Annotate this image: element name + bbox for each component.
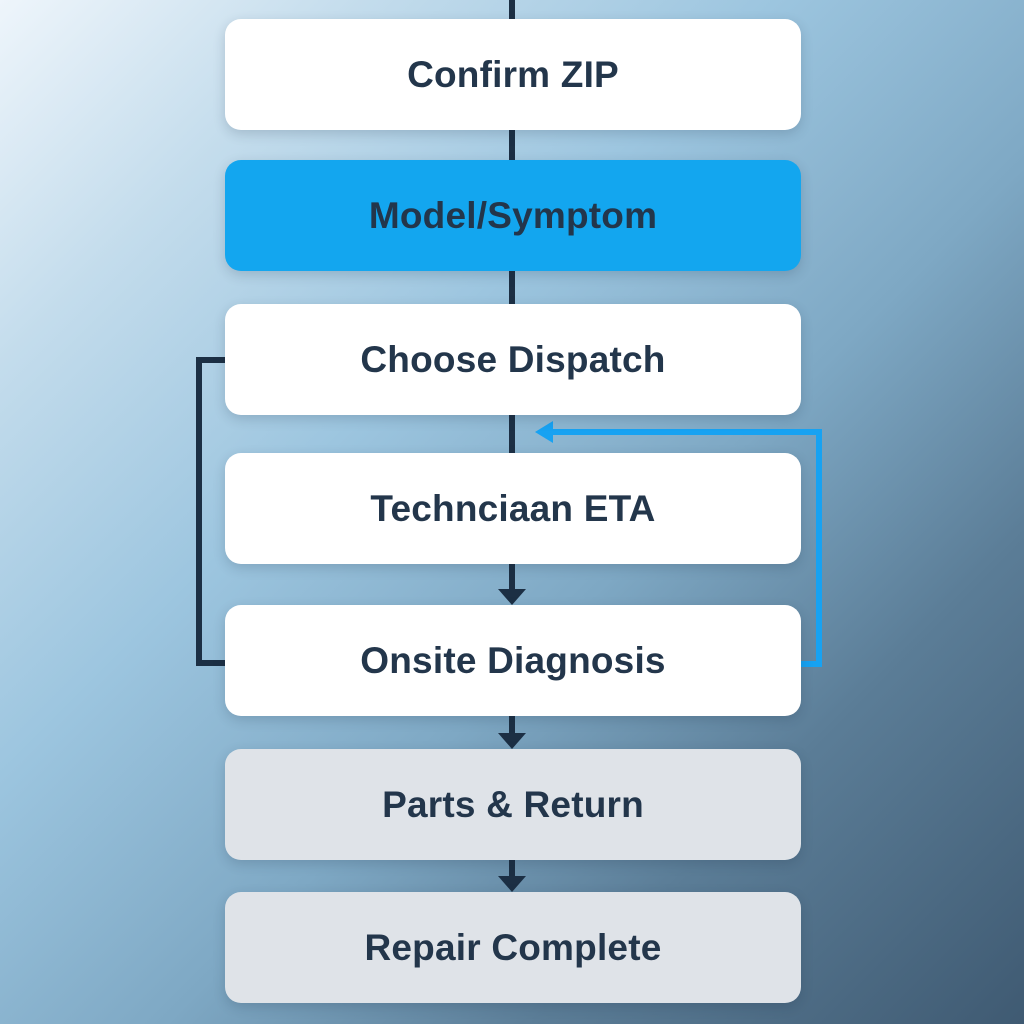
step-onsite-diagnosis[interactable]: Onsite Diagnosis — [225, 605, 801, 716]
step-label: Confirm ZIP — [407, 53, 619, 95]
arrowhead-4-5 — [498, 589, 526, 605]
loop-diagnosis-to-dispatch — [196, 357, 225, 666]
step-label: Choose Dispatch — [360, 338, 666, 380]
step-label: Techncіaan ETA — [370, 487, 656, 529]
step-label: Repair Complete — [364, 926, 662, 968]
arrowhead-5-6 — [498, 733, 526, 749]
step-technician-eta[interactable]: Techncіaan ETA — [225, 453, 801, 564]
step-label: Onsite Diagnosis — [360, 639, 666, 681]
step-model-symptom[interactable]: Model/Symptom — [225, 160, 801, 271]
loop-eta-arrowhead — [535, 421, 553, 443]
step-choose-dispatch[interactable]: Choose Dispatch — [225, 304, 801, 415]
loop-diagnosis-to-eta — [552, 429, 822, 667]
step-repair-complete[interactable]: Repair Complete — [225, 892, 801, 1003]
arrowhead-6-7 — [498, 876, 526, 892]
step-parts-return[interactable]: Parts & Return — [225, 749, 801, 860]
step-label: Model/Symptom — [368, 194, 658, 236]
step-confirm-zip[interactable]: Confirm ZIP — [225, 19, 801, 130]
step-label: Parts & Return — [382, 783, 644, 825]
